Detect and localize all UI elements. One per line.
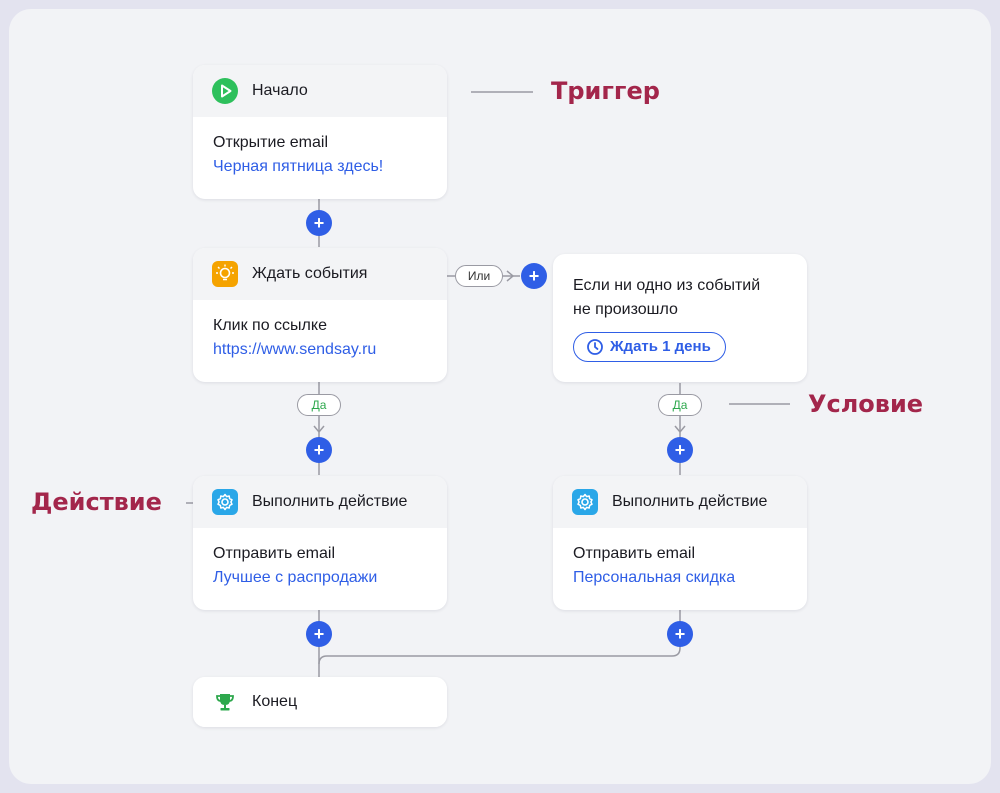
add-step-button[interactable]: +: [306, 210, 332, 236]
gear-icon: [572, 489, 598, 515]
action-right-node[interactable]: Выполнить действие Отправить email Персо…: [553, 476, 807, 610]
action-right-node-title: Выполнить действие: [612, 493, 768, 510]
gear-icon: [212, 489, 238, 515]
action-left-node-title: Выполнить действие: [252, 493, 408, 510]
start-node-title: Начало: [252, 82, 308, 99]
wait-event-node-header: Ждать события: [193, 248, 447, 300]
play-icon: [212, 78, 238, 104]
or-branch-label: Или: [455, 265, 503, 287]
clock-icon: [587, 339, 603, 355]
action-left-node[interactable]: Выполнить действие Отправить email Лучше…: [193, 476, 447, 610]
wait-event-node-title: Ждать события: [252, 265, 368, 282]
action-left-node-action: Отправить email: [213, 545, 336, 562]
condition-annotation: Условие: [808, 390, 924, 418]
end-node-header: Конец: [193, 677, 447, 727]
wait-event-node-url-link[interactable]: https://www.sendsay.ru: [213, 341, 377, 358]
start-node-header: Начало: [193, 65, 447, 117]
add-step-button[interactable]: +: [667, 621, 693, 647]
yes-branch-label: Да: [658, 394, 702, 416]
canvas: [9, 9, 991, 784]
condition-node-line2: не произошло: [573, 301, 678, 318]
action-left-node-header: Выполнить действие: [193, 476, 447, 528]
start-node[interactable]: Начало Открытие email Черная пятница зде…: [193, 65, 447, 199]
lightbulb-icon: [212, 261, 238, 287]
condition-node-line1: Если ни одно из событий: [573, 277, 761, 294]
action-right-node-action: Отправить email: [573, 545, 696, 562]
action-left-node-email-link[interactable]: Лучшее с распродажи: [213, 569, 378, 586]
end-node-title: Конец: [252, 693, 298, 710]
start-node-event: Открытие email: [213, 134, 329, 151]
trophy-icon: [212, 689, 238, 715]
wait-duration-label: Ждать 1 день: [610, 338, 711, 355]
wait-event-node[interactable]: Ждать события Клик по ссылке https://www…: [193, 248, 447, 382]
add-step-button[interactable]: +: [306, 621, 332, 647]
action-right-node-header: Выполнить действие: [553, 476, 807, 528]
add-step-button[interactable]: +: [306, 437, 332, 463]
action-annotation: Действие: [31, 488, 162, 516]
yes-branch-label: Да: [297, 394, 341, 416]
trigger-annotation: Триггер: [551, 77, 660, 105]
wait-event-node-event: Клик по ссылке: [213, 317, 327, 334]
add-branch-button[interactable]: +: [521, 263, 547, 289]
start-node-email-link[interactable]: Черная пятница здесь!: [213, 158, 384, 175]
condition-node[interactable]: Если ни одно из событий не произошло Жда…: [553, 254, 807, 382]
end-node[interactable]: Конец: [193, 677, 447, 727]
wait-duration-button[interactable]: Ждать 1 день: [573, 332, 726, 362]
add-step-button[interactable]: +: [667, 437, 693, 463]
action-right-node-email-link[interactable]: Персональная скидка: [573, 569, 736, 586]
